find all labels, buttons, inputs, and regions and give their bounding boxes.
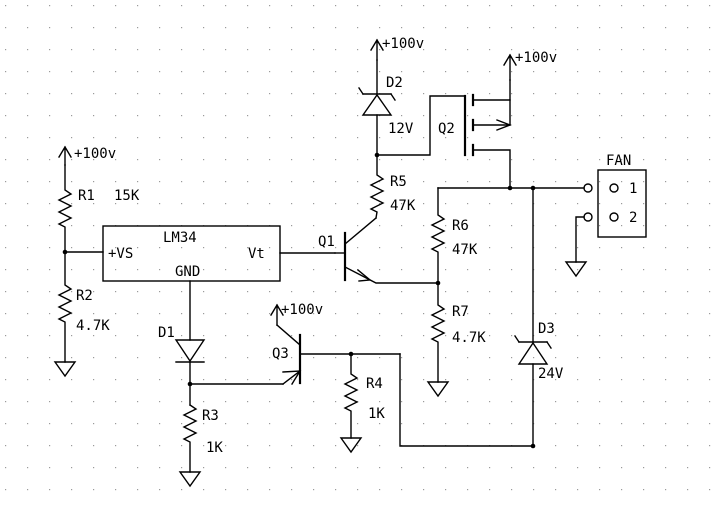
supply-q3: +100v xyxy=(270,302,323,326)
supply-label-q2: +100v xyxy=(515,50,557,66)
mosfet-q2: Q2 xyxy=(438,79,512,189)
d2-value: 12V xyxy=(388,121,414,137)
r2-value: 4.7K xyxy=(76,318,110,334)
transistor-q1: Q1 xyxy=(318,217,439,284)
r5-value: 47K xyxy=(390,198,416,214)
r7-value: 4.7K xyxy=(452,330,486,346)
d3-value: 24V xyxy=(538,366,564,382)
r5-ref: R5 xyxy=(390,174,407,190)
r3-value: 1K xyxy=(206,440,223,456)
resistor-r3: R3 1K xyxy=(182,404,223,473)
wire-d2-to-q2-gate xyxy=(376,95,466,156)
r4-ref: R4 xyxy=(366,376,383,392)
ground-fan xyxy=(564,261,588,278)
r2-ref: R2 xyxy=(76,288,93,304)
d3-ref: D3 xyxy=(538,321,555,337)
fan-pin-2 xyxy=(609,212,619,222)
ground-r2 xyxy=(53,361,77,378)
fan-connector: FAN 1 2 xyxy=(597,153,647,238)
diode-d1: D1 xyxy=(158,325,206,406)
fan-pin-1 xyxy=(609,183,619,193)
q2-ref: Q2 xyxy=(438,121,455,137)
r4-value: 1K xyxy=(368,406,385,422)
q1-ref: Q1 xyxy=(318,234,335,250)
junction-d3-bottom xyxy=(530,443,536,449)
wire-fan-pin2 xyxy=(575,216,585,263)
resistor-r5: R5 47K xyxy=(369,154,416,219)
supply-d2: +100v xyxy=(370,36,424,61)
ground-r3 xyxy=(178,471,202,488)
d2-ref: D2 xyxy=(386,75,403,91)
resistor-r2: R2 4.7K xyxy=(57,251,110,363)
wire-q3-to-d3 xyxy=(399,353,534,447)
resistor-r1: R1 15K xyxy=(57,164,140,253)
ic-name: LM34 xyxy=(163,230,197,246)
r3-ref: R3 xyxy=(202,408,219,424)
ground-r7 xyxy=(426,381,450,398)
q3-ref: Q3 xyxy=(272,346,289,362)
r6-ref: R6 xyxy=(452,218,469,234)
ic-pin-vs: +VS xyxy=(108,246,133,262)
resistor-r4: R4 1K xyxy=(343,353,385,439)
ic-pin-gnd: GND xyxy=(175,264,200,280)
ic-lm34: LM34 +VS GND Vt xyxy=(102,225,281,282)
r1-value: 15K xyxy=(114,188,140,204)
d1-ref: D1 xyxy=(158,325,175,341)
resistor-r6: R6 47K xyxy=(430,187,478,284)
r7-ref: R7 xyxy=(452,304,469,320)
supply-label-d2: +100v xyxy=(382,36,424,52)
r1-ref: R1 xyxy=(78,188,95,204)
r6-value: 47K xyxy=(452,242,478,258)
fan-pin-1-terminal xyxy=(583,183,593,193)
resistor-r7: R7 4.7K xyxy=(430,282,486,383)
fan-pin-2-terminal xyxy=(583,212,593,222)
ground-r4 xyxy=(339,437,363,454)
ic-pin-vt: Vt xyxy=(248,246,265,262)
fan-pin2-label: 2 xyxy=(629,210,637,226)
supply-label-q3: +100v xyxy=(281,302,323,318)
fan-pin1-label: 1 xyxy=(629,181,637,197)
supply-q2: +100v xyxy=(503,50,557,81)
supply-r1: +100v xyxy=(58,145,116,166)
supply-label-r1: +100v xyxy=(74,146,116,162)
zener-d3: D3 24V xyxy=(514,187,564,447)
zener-d2: D2 12V xyxy=(358,59,414,156)
fan-label: FAN xyxy=(606,153,631,169)
